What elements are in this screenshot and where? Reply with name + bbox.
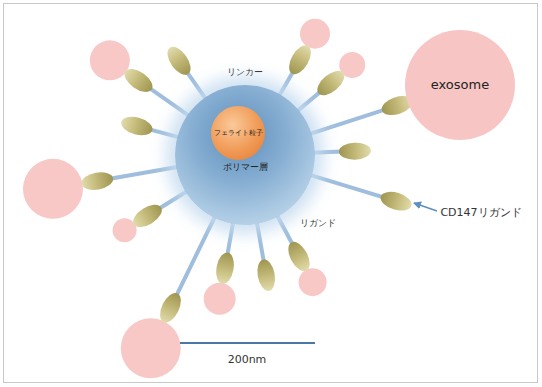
ligand	[214, 251, 236, 285]
ligand	[119, 114, 154, 139]
ligand-group	[23, 19, 415, 378]
linker	[308, 110, 385, 135]
exosome-small	[204, 283, 236, 315]
frame	[4, 4, 538, 383]
exosome-small	[90, 40, 130, 80]
pointer-arrow	[414, 203, 437, 211]
ligand	[285, 42, 316, 78]
ligand	[284, 238, 314, 274]
ligand	[163, 43, 195, 79]
exosome-small	[300, 19, 330, 49]
linker	[227, 220, 233, 255]
scale-bar	[180, 342, 315, 344]
node-text: ポリマー層	[223, 162, 268, 173]
dimension-label: 200nm	[228, 353, 267, 366]
node-text: exosome	[431, 77, 489, 93]
linker	[276, 213, 293, 245]
ligand	[129, 200, 165, 231]
ligand	[313, 66, 348, 100]
part-label: リガンド	[300, 218, 336, 229]
node-text: フェライト粒子	[214, 129, 263, 137]
ligand	[121, 64, 157, 96]
callout-label: CD147リガンド	[440, 206, 521, 219]
exosome-circle: exosome	[405, 30, 515, 140]
ferrite-particle: フェライト粒子	[211, 106, 265, 160]
ligand	[156, 290, 185, 326]
ligand	[339, 142, 372, 160]
linker	[296, 91, 321, 112]
linker	[176, 214, 216, 296]
part-label: リンカー	[227, 67, 263, 78]
ligand	[255, 258, 277, 292]
exosome-small	[23, 159, 83, 219]
linker	[311, 152, 342, 153]
polymer-layer: ポリマー層 フェライト粒子	[175, 85, 315, 225]
ligand	[378, 188, 414, 214]
exosome-small	[299, 268, 327, 296]
linker	[186, 71, 207, 100]
linker	[158, 190, 189, 209]
exosome-small	[121, 318, 181, 378]
ligand	[80, 170, 114, 192]
linker	[308, 174, 384, 197]
linker	[110, 166, 180, 178]
exosome-small	[113, 218, 137, 242]
linker	[256, 220, 263, 262]
linker	[149, 88, 191, 117]
